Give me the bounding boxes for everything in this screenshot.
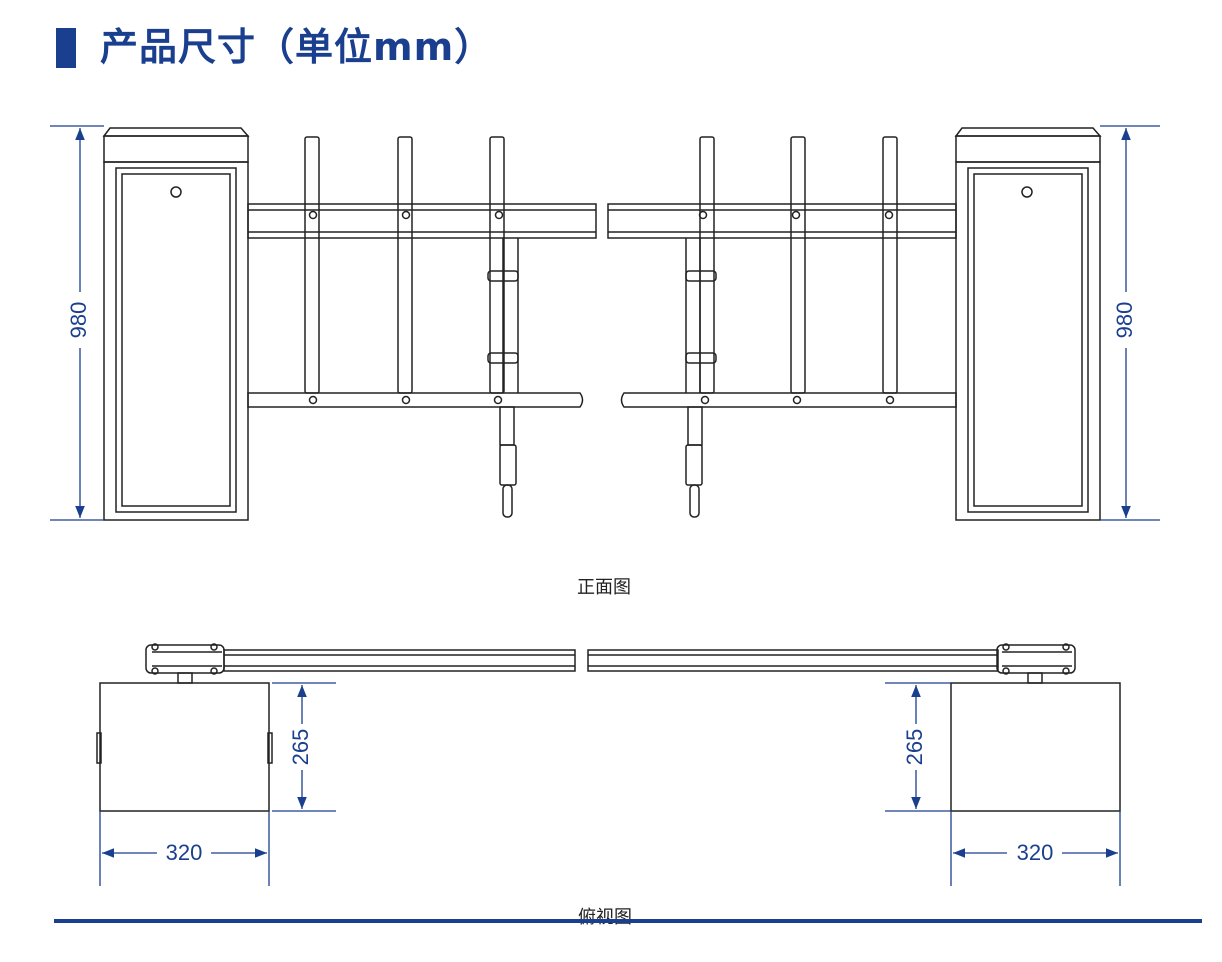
- top-view-caption: 俯视图: [578, 907, 632, 928]
- top-width-dimension-right: [950, 811, 1121, 886]
- front-height-dimension-left: [50, 125, 104, 521]
- top-depth-dimension-right: [885, 682, 951, 812]
- front-view: [102, 127, 1102, 521]
- bottom-divider: [54, 919, 1202, 923]
- front-view-caption: 正面图: [577, 577, 631, 598]
- right-fence-arm: [607, 136, 957, 518]
- top-width-label-left: 320: [166, 840, 203, 865]
- top-depth-dimension-left: [272, 682, 336, 812]
- page-title: 产品尺寸（单位mm）: [100, 25, 494, 69]
- left-fence-arm: [247, 136, 597, 518]
- left-cabinet-top: [96, 643, 273, 812]
- top-width-dimension-left: [99, 811, 270, 886]
- left-cabinet-front: [102, 127, 250, 521]
- front-height-label-right: 980: [1112, 302, 1137, 339]
- top-view: [96, 643, 1121, 812]
- front-height-label-left: 980: [66, 302, 91, 339]
- right-cabinet-front: [954, 127, 1102, 521]
- top-width-label-right: 320: [1017, 840, 1054, 865]
- right-cabinet-top: [950, 643, 1121, 812]
- top-depth-label-left: 265: [288, 729, 313, 766]
- left-arm-top: [223, 649, 576, 672]
- title-accent-bar: [56, 28, 76, 68]
- right-arm-top: [587, 649, 999, 672]
- top-depth-label-right: 265: [902, 729, 927, 766]
- front-height-dimension-right: [1100, 125, 1160, 521]
